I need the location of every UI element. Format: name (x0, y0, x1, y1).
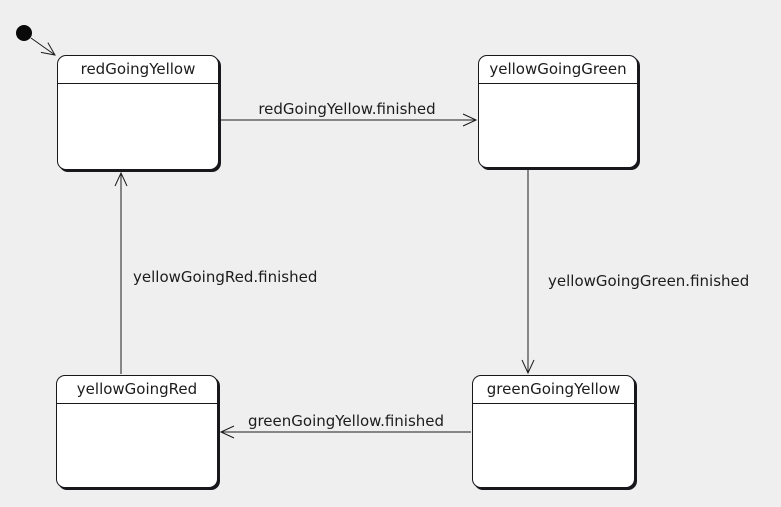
transition-label: yellowGoingRed.finished (133, 268, 317, 286)
state-title: greenGoingYellow (473, 376, 634, 404)
transition-greenGoingYellow-to-yellowGoingRed[interactable]: greenGoingYellow.finished (221, 412, 471, 432)
initial-state[interactable] (16, 25, 55, 55)
state-title: redGoingYellow (58, 56, 218, 84)
state-yellowGoingGreen[interactable]: yellowGoingGreen (478, 55, 638, 168)
state-title: yellowGoingRed (57, 376, 217, 404)
transition-label: yellowGoingGreen.finished (548, 272, 749, 290)
transition-label: greenGoingYellow.finished (248, 412, 444, 430)
transition-redGoingYellow-to-yellowGoingGreen[interactable]: redGoingYellow.finished (220, 100, 476, 120)
transition-label: redGoingYellow.finished (258, 100, 435, 118)
initial-state-dot-icon (16, 25, 32, 41)
transition-yellowGoingGreen-to-greenGoingYellow[interactable]: yellowGoingGreen.finished (528, 170, 749, 373)
state-redGoingYellow[interactable]: redGoingYellow (57, 55, 219, 170)
state-greenGoingYellow[interactable]: greenGoingYellow (472, 375, 635, 488)
transition-yellowGoingRed-to-redGoingYellow[interactable]: yellowGoingRed.finished (121, 173, 317, 374)
transition-initial-to-redGoingYellow (30, 37, 55, 55)
state-title: yellowGoingGreen (479, 56, 637, 84)
state-yellowGoingRed[interactable]: yellowGoingRed (56, 375, 218, 488)
